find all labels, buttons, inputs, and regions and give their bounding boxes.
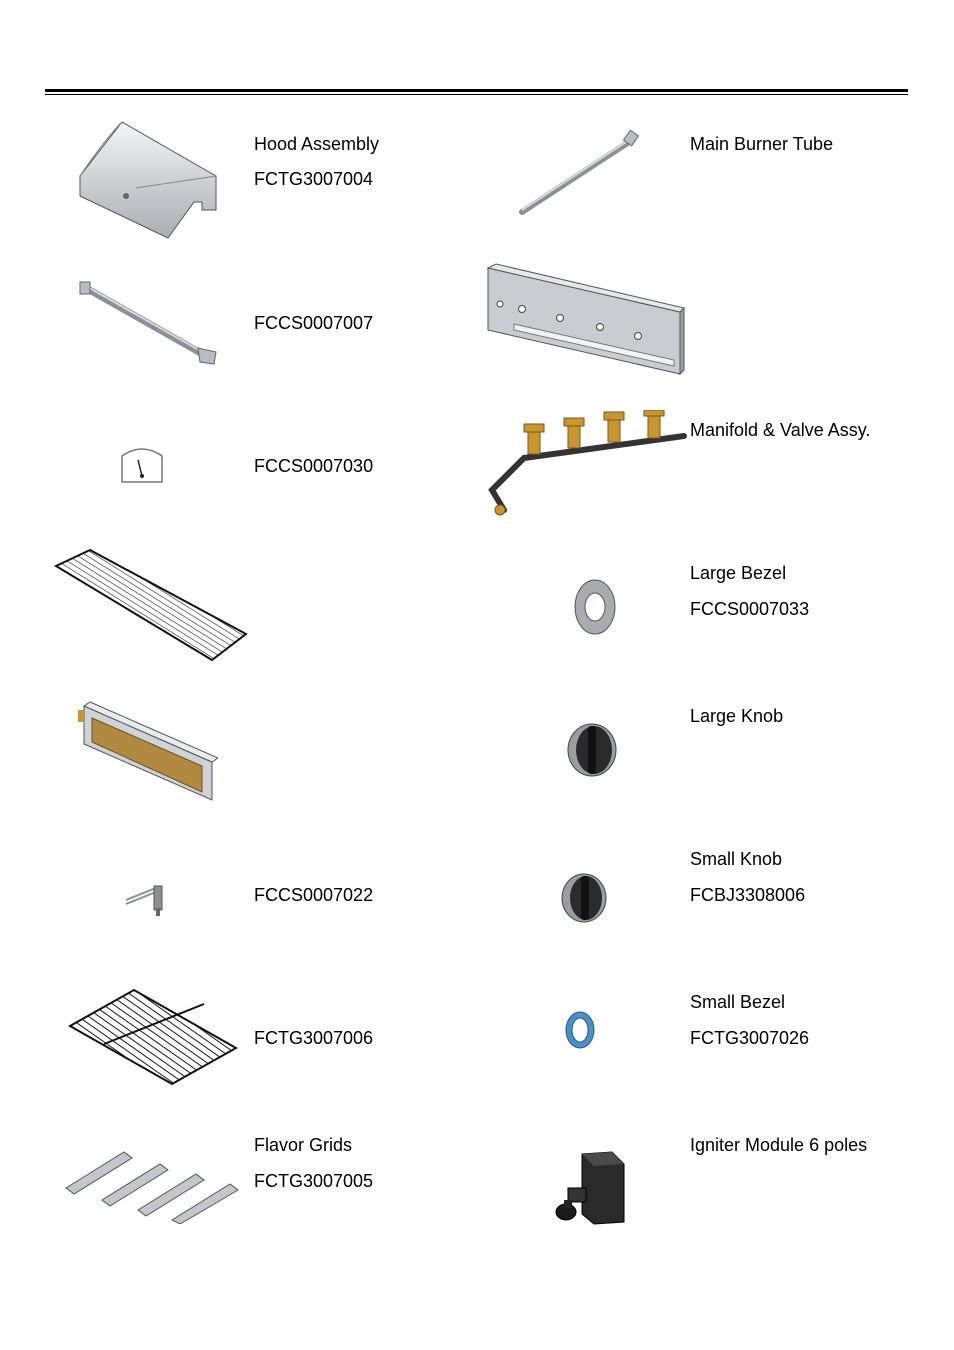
part-code: FCCS0007007 [254,313,374,333]
part-name: Large Knob [690,706,784,726]
main-burner-tube-image [514,130,644,220]
thermometer-image [116,442,168,490]
warming-rack-image [52,546,250,664]
part-code: FCTG3007005 [254,1171,374,1191]
hood-assembly-image [76,118,221,243]
part-name: Igniter Module 6 poles [690,1135,868,1155]
manifold-valves-image [484,410,689,520]
part-code: FCTG3007026 [690,1028,810,1048]
infrared-burner-image [76,700,218,808]
part-code: FCBJ3308006 [690,885,806,905]
cooking-grid-image [68,988,238,1088]
part-code: FCCS0007022 [254,885,374,905]
part-name: Main Burner Tube [690,134,834,154]
large-knob-image [562,718,622,780]
small-knob-image [558,868,612,926]
part-name: Small Knob [690,849,783,869]
part-code: FCCS0007030 [254,456,374,476]
part-name: Flavor Grids [254,1135,353,1155]
burner-tube-image [76,278,221,368]
part-code: FCCS0007033 [690,599,810,619]
part-name: Manifold & Valve Assy. [690,420,871,440]
control-panel-image [484,262,689,382]
igniter-module-image [554,1148,628,1228]
large-bezel-image [570,576,620,638]
flavor-grids-image [62,1144,244,1224]
small-bezel-image [562,1008,598,1052]
part-name: Hood Assembly [254,134,380,154]
part-name: Large Bezel [690,563,787,583]
part-name: Small Bezel [690,992,786,1012]
electrode-image [122,880,170,918]
part-code: FCTG3007006 [254,1028,374,1048]
header-rule-thick [45,89,908,92]
part-code: FCTG3007004 [254,169,374,189]
header-rule-thin [45,94,908,95]
